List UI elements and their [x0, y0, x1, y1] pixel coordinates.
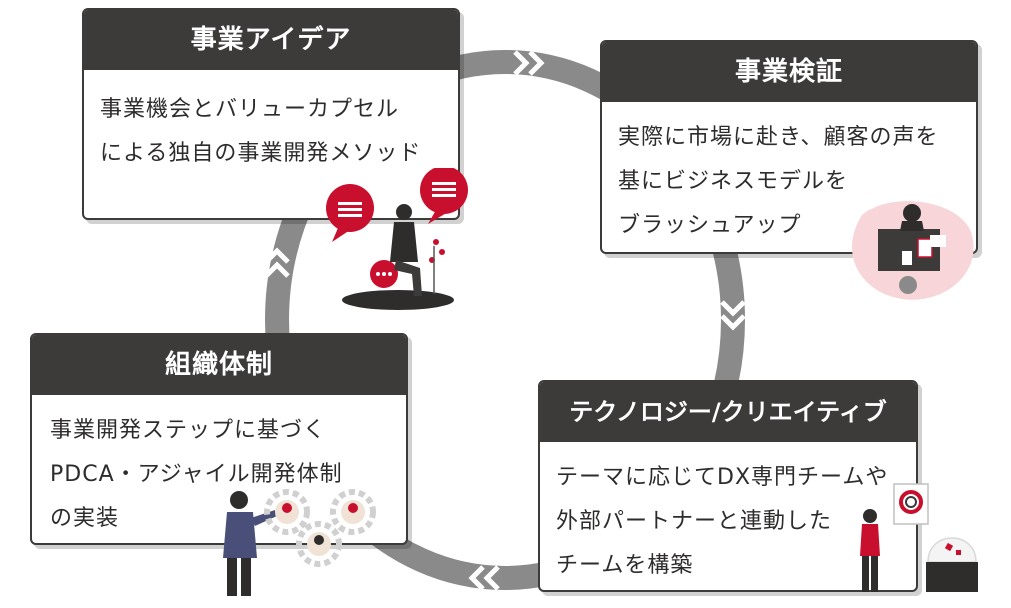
meeting-illustration	[851, 201, 974, 300]
card-description: 実際に市場に赴き、顧客の声を 基にビジネスモデルを ブラッシュアップ	[602, 102, 976, 248]
card-title: 事業検証	[602, 42, 976, 102]
double-chevron-icon	[264, 247, 290, 278]
double-chevron-icon	[720, 300, 746, 331]
card-line: 事業開発ステップに基づく	[50, 418, 327, 443]
presentation-illustration	[860, 483, 978, 592]
card-title: 組織体制	[32, 335, 406, 395]
person-icon	[860, 509, 880, 592]
card-title: テクノロジー/クリエイティブ	[540, 382, 916, 442]
double-chevron-icon	[513, 50, 545, 76]
person-icon	[223, 491, 277, 596]
card-line: チームを構築	[556, 553, 694, 578]
card-line: 事業機会とバリューカプセル	[100, 97, 400, 122]
speech-bubble-icon	[420, 168, 468, 224]
card-line: ブラッシュアップ	[618, 213, 802, 238]
card-line: 実際に市場に赴き、顧客の声を	[618, 125, 939, 150]
speech-bubble-illustration	[326, 168, 468, 310]
card-description: 事業開発ステップに基づく PDCA・アジャイル開発体制 の実装	[32, 395, 406, 541]
speech-bubble-icon	[370, 260, 398, 288]
card-description: 事業機会とバリューカプセル による独自の事業開発メソッド	[84, 70, 458, 176]
person-icon	[899, 276, 917, 294]
card-line: 外部パートナーと連動した	[556, 509, 833, 534]
person-icon	[390, 204, 422, 296]
card-line: による独自の事業開発メソッド	[100, 141, 422, 166]
gear-icon	[296, 521, 342, 567]
card-line: 基にビジネスモデルを	[618, 169, 849, 194]
card-line: PDCA・アジャイル開発体制	[50, 462, 343, 487]
speech-bubble-icon	[326, 184, 374, 242]
card-technology-creative: テクノロジー/クリエイティブ テーマに応じてDX専門チームや 外部パートナーと連…	[538, 380, 918, 592]
card-description: テーマに応じてDX専門チームや 外部パートナーと連動した チームを構築	[540, 442, 916, 588]
card-line: テーマに応じてDX専門チームや	[556, 465, 889, 490]
person-icon	[900, 204, 924, 231]
card-title: 事業アイデア	[84, 10, 458, 70]
card-line: の実装	[50, 506, 120, 531]
gears-team-illustration	[223, 489, 376, 596]
gear-icon	[330, 489, 376, 535]
card-business-idea: 事業アイデア 事業機会とバリューカプセル による独自の事業開発メソッド	[82, 8, 460, 220]
gear-icon	[264, 489, 310, 535]
double-chevron-icon	[468, 565, 500, 591]
